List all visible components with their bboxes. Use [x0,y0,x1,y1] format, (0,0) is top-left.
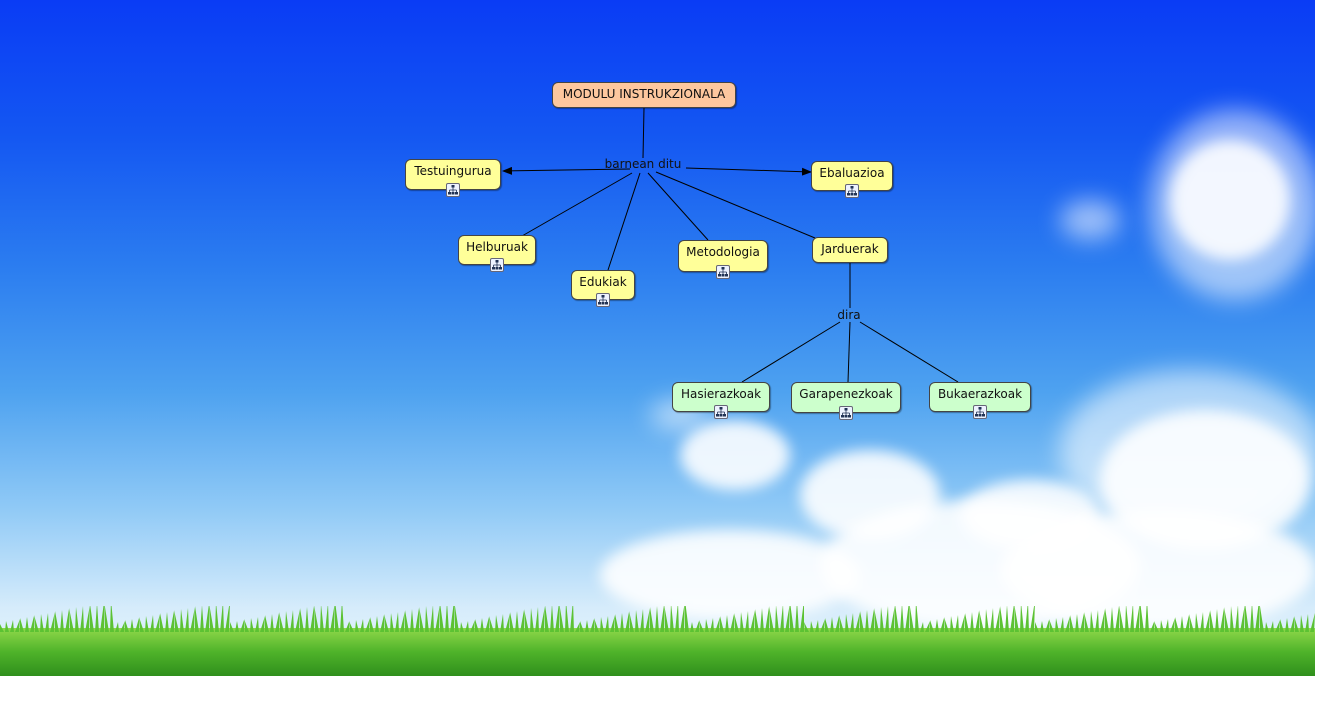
grass-strip [0,606,1315,676]
concept-map-links [502,107,959,383]
link-to-testuingurua [502,166,631,175]
concept-bukaerazkoak-label: Bukaerazkoak [937,387,1023,401]
link-to-hasierazkoak [741,321,841,383]
concept-hasierazkoak-label: Hasierazkoak [680,387,762,401]
grass-blades [0,606,1315,632]
concept-garapenezkoak[interactable]: Garapenezkoak [791,382,901,420]
link-to-garapenezkoak [847,321,851,383]
linking-phrase-dira: dira [837,308,861,322]
concept-root-label: MODULU INSTRUKZIONALA [562,87,726,101]
submap-icon[interactable] [839,406,853,420]
link-root-to-phrase [642,107,645,159]
link-to-jarduerak [655,171,816,239]
link-to-bukaerazkoak [859,321,959,383]
submap-icon[interactable] [973,405,987,419]
submap-icon[interactable] [596,293,610,307]
concept-ebaluazioa-label: Ebaluazioa [819,166,885,180]
concept-hasierazkoak[interactable]: Hasierazkoak [672,382,770,419]
concept-helburuak-label: Helburuak [466,240,528,254]
concept-bukaerazkoak[interactable]: Bukaerazkoak [929,382,1031,419]
concept-jarduerak[interactable]: Jarduerak [812,237,888,263]
submap-icon[interactable] [446,183,460,197]
concept-jarduerak-label: Jarduerak [821,242,879,256]
concept-garapenezkoak-label: Garapenezkoak [799,387,893,401]
submap-icon[interactable] [714,405,728,419]
submap-icon[interactable] [716,265,730,279]
concept-edukiak[interactable]: Edukiak [571,270,635,307]
concept-metodologia[interactable]: Metodologia [678,240,768,279]
submap-icon[interactable] [490,258,504,272]
concept-testuingurua[interactable]: Testuingurua [405,159,501,197]
link-to-edukiak [607,172,641,271]
concept-root[interactable]: MODULU INSTRUKZIONALA [552,82,736,108]
link-to-metodologia [647,172,709,241]
submap-icon[interactable] [845,184,859,198]
link-to-ebaluazioa [685,167,812,176]
concept-edukiak-label: Edukiak [579,275,627,289]
linking-phrase-barnean-ditu: barnean ditu [604,157,682,171]
concept-metodologia-label: Metodologia [686,245,760,259]
concept-ebaluazioa[interactable]: Ebaluazioa [811,161,893,198]
concept-helburuak[interactable]: Helburuak [458,235,536,272]
concept-testuingurua-label: Testuingurua [414,164,492,178]
link-to-helburuak [521,172,633,237]
background-scene [0,0,1315,676]
